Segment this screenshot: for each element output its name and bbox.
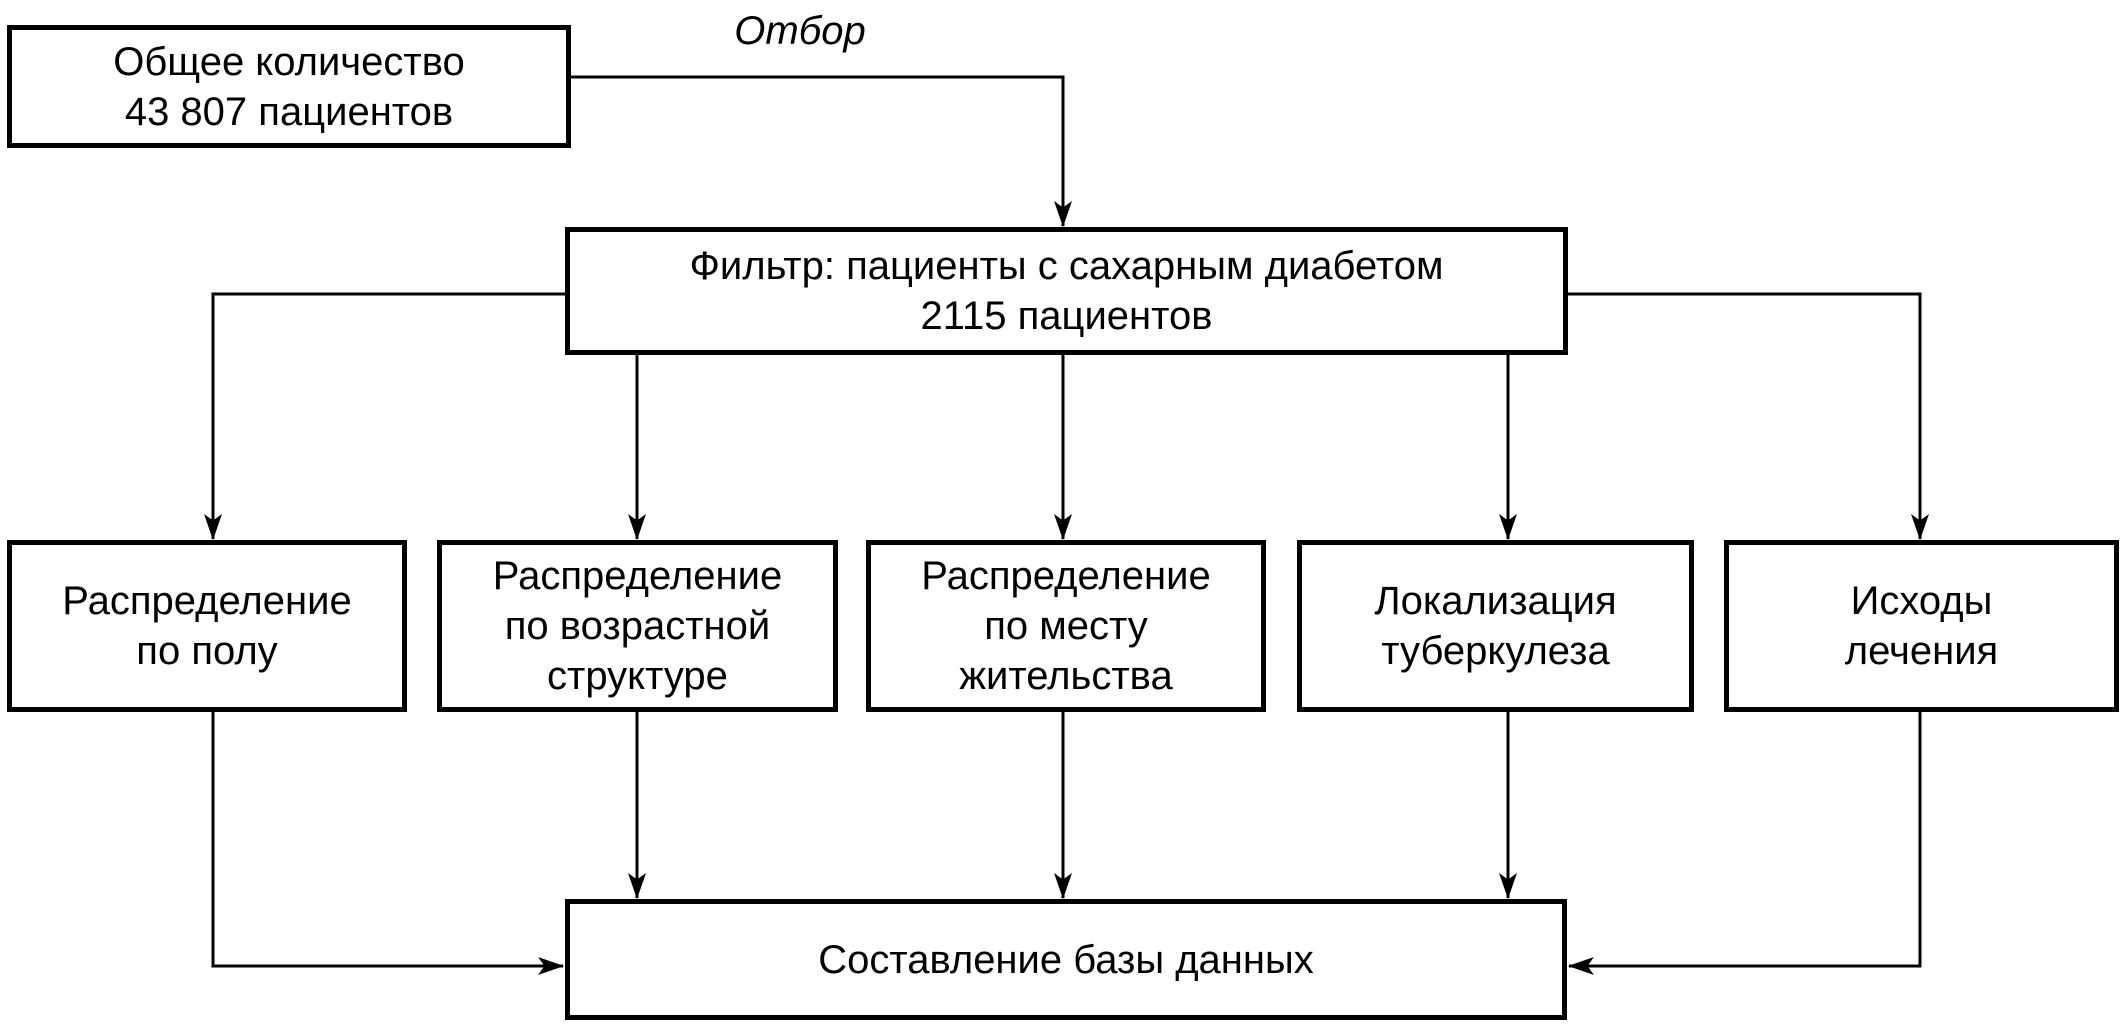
arrow-filter-to-sex xyxy=(204,292,567,540)
node-distribution-by-age: Распределение по возрастной структуре xyxy=(437,540,838,712)
node-tb-localization: Локализация туберкулеза xyxy=(1297,540,1694,712)
node-distribution-by-residence: Распределение по месту жительства xyxy=(866,540,1266,712)
arrow-total-to-filter xyxy=(570,75,1072,227)
node-total-count: Общее количество 43 807 пациентов xyxy=(7,25,571,148)
node-distribution-by-sex: Распределение по полу xyxy=(7,540,407,712)
arrow-sex-to-database xyxy=(211,712,564,975)
arrow-outcomes-to-database xyxy=(1568,712,1922,975)
node-database-compilation: Составление базы данных xyxy=(565,899,1567,1020)
node-filter-diabetes: Фильтр: пациенты с сахарным диабетом 211… xyxy=(565,227,1568,355)
node-treatment-outcomes: Исходы лечения xyxy=(1724,540,2119,712)
arrow-filter-to-outcomes xyxy=(1566,292,1929,540)
selection-edge-label: Отбор xyxy=(734,9,866,53)
